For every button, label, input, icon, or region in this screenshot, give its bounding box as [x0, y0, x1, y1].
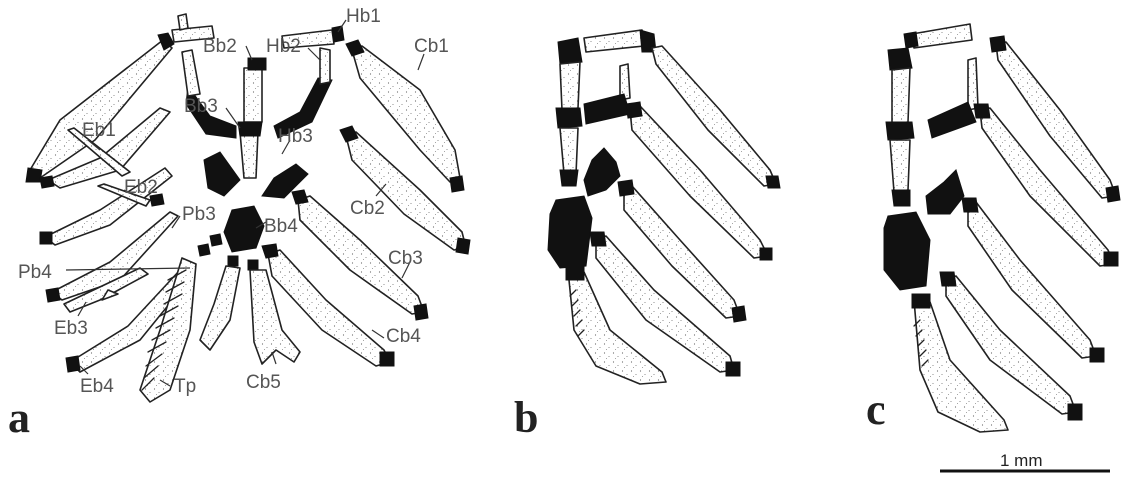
c-median-bb3-end	[892, 190, 910, 206]
panel-a: Hb1 Bb2 Hb2 Cb1 Eb1 Bb3 Hb3 Eb2 Cb2 Pb3 …	[8, 6, 470, 442]
c-cb5-bone	[914, 300, 1008, 432]
cb5-left-bone	[200, 266, 240, 350]
b-hb1-bone	[584, 30, 644, 52]
leader-hb2	[308, 48, 320, 60]
b-median-bb4	[548, 196, 592, 268]
label-bb4: Bb4	[264, 216, 298, 237]
label-cb3: Cb3	[388, 248, 423, 269]
c-cb2-end	[1104, 252, 1118, 266]
b-cb2-end	[760, 248, 772, 260]
left-eb4-cartilage	[66, 356, 80, 372]
panel-a-right-arches	[262, 26, 470, 366]
label-eb3: Eb3	[54, 318, 88, 339]
panel-letter-c: c	[866, 385, 886, 434]
right-cb2-end	[456, 238, 470, 254]
c-median-bb3	[890, 140, 910, 192]
label-hb1: Hb1	[346, 6, 381, 27]
c-cb3-end	[1090, 348, 1104, 362]
right-cb3-cartilage	[292, 190, 308, 204]
scale-bar-label: 1 mm	[1000, 451, 1043, 470]
small-cartilage-2	[198, 244, 210, 256]
label-bb3: Bb3	[184, 96, 218, 117]
c-cb1-end	[1106, 186, 1120, 202]
label-hb2: Hb2	[266, 36, 301, 57]
b-cb2-cartilage	[626, 102, 642, 118]
c-cb3-cartilage	[962, 198, 978, 212]
panel-letter-b: b	[514, 393, 538, 442]
label-tp: Tp	[174, 376, 196, 397]
c-cb4-cartilage	[940, 272, 956, 286]
b-cb4-cartilage	[590, 232, 606, 246]
leader-cb4	[372, 330, 384, 338]
c-median-bb2	[892, 68, 910, 124]
left-eb1-cartilage	[40, 176, 54, 188]
small-cartilage-1	[210, 234, 222, 246]
hb2-left-bone	[182, 50, 200, 96]
b-hb3-cartilage	[584, 148, 620, 196]
c-cb1-cartilage	[990, 36, 1006, 52]
c-cb2-cartilage	[974, 104, 990, 118]
hb3-left-cartilage	[204, 152, 240, 196]
bb2-bone	[244, 68, 262, 122]
right-hb1-cartilage	[332, 26, 344, 42]
b-hb2-cartilage	[584, 94, 630, 124]
c-hb1-bone	[912, 24, 972, 48]
b-median-bb3	[560, 128, 578, 174]
label-pb3: Pb3	[182, 204, 216, 225]
b-cb1-end	[766, 176, 780, 188]
b-cb5-cartilage	[566, 266, 584, 280]
c-median-top-cartilage	[888, 48, 912, 70]
label-cb2: Cb2	[350, 198, 385, 219]
leader-cb5	[272, 352, 276, 364]
bb2-cartilage	[248, 58, 266, 70]
bb3-cartilage	[238, 122, 262, 136]
label-eb1: Eb1	[82, 120, 116, 141]
b-median-bb3-cartilage	[556, 108, 582, 128]
panel-letter-a: a	[8, 393, 30, 442]
c-hb2-cartilage	[928, 102, 976, 138]
small-cartilage-4	[248, 260, 258, 270]
b-median-top-cartilage	[558, 38, 582, 64]
c-hb2-bone	[968, 58, 978, 110]
label-bb2: Bb2	[203, 36, 237, 57]
label-cb5: Cb5	[246, 372, 281, 393]
bb4-cartilage	[224, 206, 264, 252]
b-median-bb2	[560, 62, 580, 110]
panel-c: c	[866, 24, 1120, 434]
left-hb1-top	[178, 14, 188, 30]
b-cb4-end	[726, 362, 740, 376]
panel-b: b	[514, 30, 780, 442]
c-hb1-cartilage	[904, 32, 918, 48]
small-cartilage-3	[228, 256, 238, 266]
label-hb3: Hb3	[278, 126, 313, 147]
c-median-bb4	[884, 212, 930, 290]
label-cb1: Cb1	[414, 36, 449, 57]
scale-bar: 1 mm	[940, 451, 1110, 471]
right-cb4-end	[380, 352, 394, 366]
b-cb3-cartilage	[618, 180, 634, 196]
right-cb1-end	[450, 176, 464, 192]
label-pb4: Pb4	[18, 262, 52, 283]
b-median-bb3-end	[560, 170, 578, 186]
label-eb2: Eb2	[124, 177, 158, 198]
left-cb1-end	[26, 168, 42, 182]
c-hb3-cartilage	[926, 170, 964, 214]
hb2-right-bone	[320, 48, 330, 84]
c-cb4-end	[1068, 404, 1082, 420]
right-cb4-cartilage	[262, 244, 278, 258]
c-median-bb3-cartilage	[886, 122, 914, 140]
label-cb4: Cb4	[386, 326, 421, 347]
right-cb3-end	[414, 304, 428, 320]
left-eb2-cartilage	[40, 232, 52, 244]
label-eb4: Eb4	[80, 376, 114, 397]
c-cb5-cartilage	[912, 294, 930, 308]
bb3-bone	[240, 132, 258, 178]
left-pb3-cartilage	[46, 288, 60, 302]
b-cb3-end	[732, 306, 746, 322]
